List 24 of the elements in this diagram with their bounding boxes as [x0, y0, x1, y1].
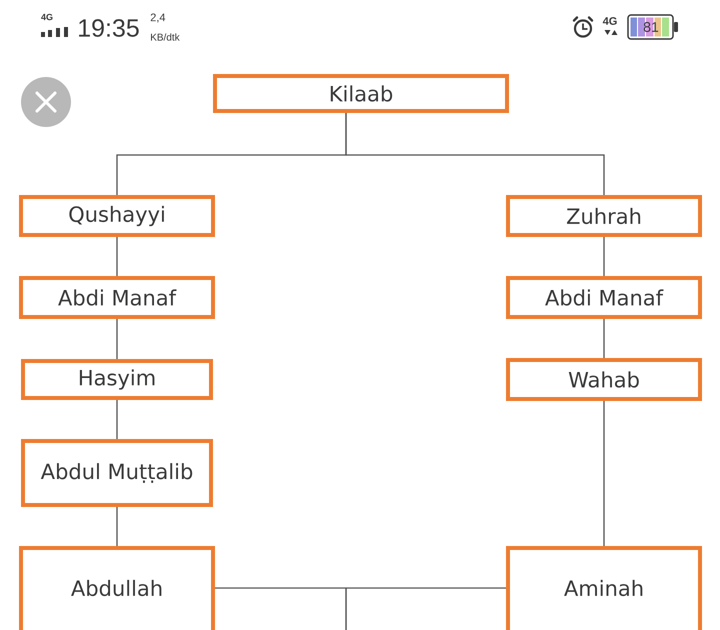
name-box: Hasyim — [21, 359, 213, 400]
name-box: Abdul Muṭṭalib — [21, 439, 213, 507]
speed-text: 2,4 — [150, 13, 166, 23]
name-box: Abdullah — [19, 546, 215, 630]
connector-line — [603, 401, 605, 546]
unit-text: KB/dtk — [151, 33, 180, 41]
connector-line — [116, 319, 118, 359]
name-box: Abdi Manaf — [19, 276, 215, 319]
connector-line — [116, 400, 118, 439]
network-text: 4G — [602, 17, 617, 25]
name-box: Wahab — [506, 358, 702, 401]
connector-line — [116, 507, 118, 546]
name-box: Aminah — [506, 546, 702, 630]
connector-line — [345, 113, 605, 195]
network-text: 4G — [41, 14, 52, 20]
name-box: Kilaab — [213, 74, 509, 113]
connector-line — [603, 237, 605, 276]
time-text: 19:35 — [79, 19, 139, 37]
name-box: Zuhrah — [506, 195, 702, 237]
connector-line — [345, 587, 506, 630]
name-box: Qushayyi — [19, 195, 215, 237]
name-box: Abdi Manaf — [506, 276, 702, 319]
connector-line — [603, 319, 605, 358]
connector-line — [116, 237, 118, 276]
